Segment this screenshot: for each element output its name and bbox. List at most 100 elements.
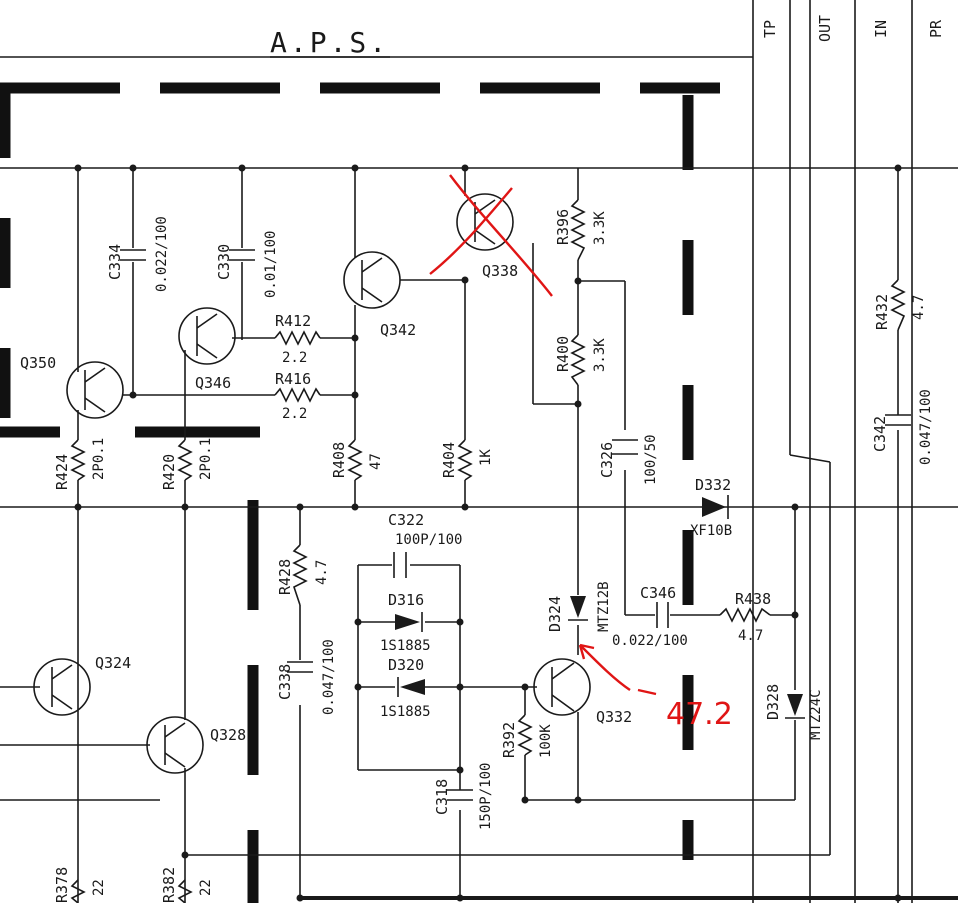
value-c318: 150P/100 (478, 763, 494, 830)
resistor-r382: R382 22 (160, 867, 214, 903)
diode-d324: D324 MTZ12B (546, 581, 612, 632)
label-r432: R432 (873, 294, 891, 330)
label-r382: R382 (160, 867, 178, 903)
capacitor-c338: C338 0.047/100 (276, 639, 337, 715)
value-r438: 4.7 (738, 628, 763, 644)
label-r392: R392 (500, 722, 518, 758)
label-q342: Q342 (380, 321, 416, 339)
resistor-r416: R416 2.2 (274, 370, 321, 422)
label-r400: R400 (554, 336, 572, 372)
value-c338: 0.047/100 (321, 639, 337, 715)
label-d332: D332 (695, 476, 731, 494)
transistor-q332: Q332 (533, 658, 632, 726)
label-q324: Q324 (95, 654, 131, 672)
resistor-r392: R392 100K (500, 714, 554, 758)
label-d324: D324 (546, 596, 564, 632)
value-r382: 22 (198, 879, 214, 896)
value-r416: 2.2 (282, 406, 307, 422)
value-d328: MTZ24C (808, 689, 824, 740)
connector-in: IN (872, 20, 890, 38)
label-r424: R424 (53, 454, 71, 490)
value-c330: 0.01/100 (263, 231, 279, 298)
capacitor-c346: C346 0.022/100 (612, 584, 688, 649)
resistor-r378: R378 22 (53, 867, 107, 903)
label-c318: C318 (433, 779, 451, 815)
value-c346: 0.022/100 (612, 633, 688, 649)
label-r378: R378 (53, 867, 71, 903)
label-c342: C342 (871, 416, 889, 452)
label-d320: D320 (388, 656, 424, 674)
value-d324: MTZ12B (596, 581, 612, 632)
annotation-value: 47.2 (666, 697, 733, 732)
label-c330: C330 (215, 244, 233, 280)
red-arrow-annotation: 47.2 (578, 643, 733, 732)
value-r424: 2P0.1 (91, 438, 107, 480)
value-c334: 0.022/100 (154, 216, 170, 292)
label-q328: Q328 (210, 726, 246, 744)
connector-out: OUT (816, 15, 834, 42)
transistor-q350: Q350 (20, 354, 124, 419)
label-q332: Q332 (596, 708, 632, 726)
label-r404: R404 (440, 442, 458, 478)
connector-pr: PR (927, 19, 945, 38)
diode-d332: D332 XF10B (690, 476, 732, 539)
label-c322: C322 (388, 511, 424, 529)
title-aps: A.P.S. (270, 26, 389, 59)
resistor-r432: R432 4.7 (873, 279, 927, 331)
value-r400: 3.3K (592, 338, 608, 372)
transistor-q324: Q324 (33, 654, 131, 716)
label-r412: R412 (275, 312, 311, 330)
resistor-r396: R396 3.3K (554, 199, 608, 261)
connector-tp: TP (761, 20, 779, 38)
resistor-r400: R400 3.3K (554, 334, 608, 386)
red-x-mark (429, 174, 553, 297)
value-r396: 3.3K (592, 211, 608, 245)
junctions (74, 164, 902, 902)
resistor-r438: R438 4.7 (719, 590, 771, 644)
resistor-r428: R428 4.7 (276, 544, 330, 606)
capacitor-c330: C330 0.01/100 (215, 231, 279, 298)
value-d320: 1S1885 (380, 704, 431, 720)
capacitor-c342: C342 0.047/100 (871, 389, 934, 465)
transistor-q338: Q338 (456, 193, 518, 280)
label-c346: C346 (640, 584, 676, 602)
diode-d320: D320 1S1885 (380, 656, 431, 720)
diode-d316: D316 1S1885 (380, 591, 431, 654)
capacitor-c334: C334 0.022/100 (106, 216, 170, 292)
value-r432: 4.7 (911, 295, 927, 320)
resistor-r412: R412 2.2 (274, 312, 321, 366)
value-r404: 1K (478, 449, 494, 466)
label-r438: R438 (735, 590, 771, 608)
diode-d328: D328 MTZ24C (764, 684, 824, 740)
capacitor-c318: C318 150P/100 (433, 763, 494, 830)
resistor-r404: R404 1K (440, 439, 494, 481)
capacitor-c322: C322 100P/100 (388, 511, 462, 578)
value-c342: 0.047/100 (918, 389, 934, 465)
shield-outline (0, 82, 720, 903)
value-d316: 1S1885 (380, 638, 431, 654)
resistor-r420: R420 2P0.1 (160, 438, 214, 490)
label-c334: C334 (106, 244, 124, 280)
label-d328: D328 (764, 684, 782, 720)
transistor-q346: Q346 (178, 307, 236, 392)
label-d316: D316 (388, 591, 424, 609)
capacitor-c326: C326 100/50 (598, 434, 659, 485)
value-r392: 100K (538, 724, 554, 758)
resistor-r424: R424 2P0.1 (53, 438, 107, 490)
value-d332: XF10B (690, 523, 732, 539)
label-q338: Q338 (482, 262, 518, 280)
transistor-q342: Q342 (343, 251, 416, 339)
label-r420: R420 (160, 454, 178, 490)
label-q346: Q346 (195, 374, 231, 392)
label-r408: R408 (330, 442, 348, 478)
value-r420: 2P0.1 (198, 438, 214, 480)
label-r416: R416 (275, 370, 311, 388)
label-q350: Q350 (20, 354, 56, 372)
value-r412: 2.2 (282, 350, 307, 366)
value-r378: 22 (91, 879, 107, 896)
value-r408: 47 (368, 453, 384, 470)
label-c326: C326 (598, 442, 616, 478)
